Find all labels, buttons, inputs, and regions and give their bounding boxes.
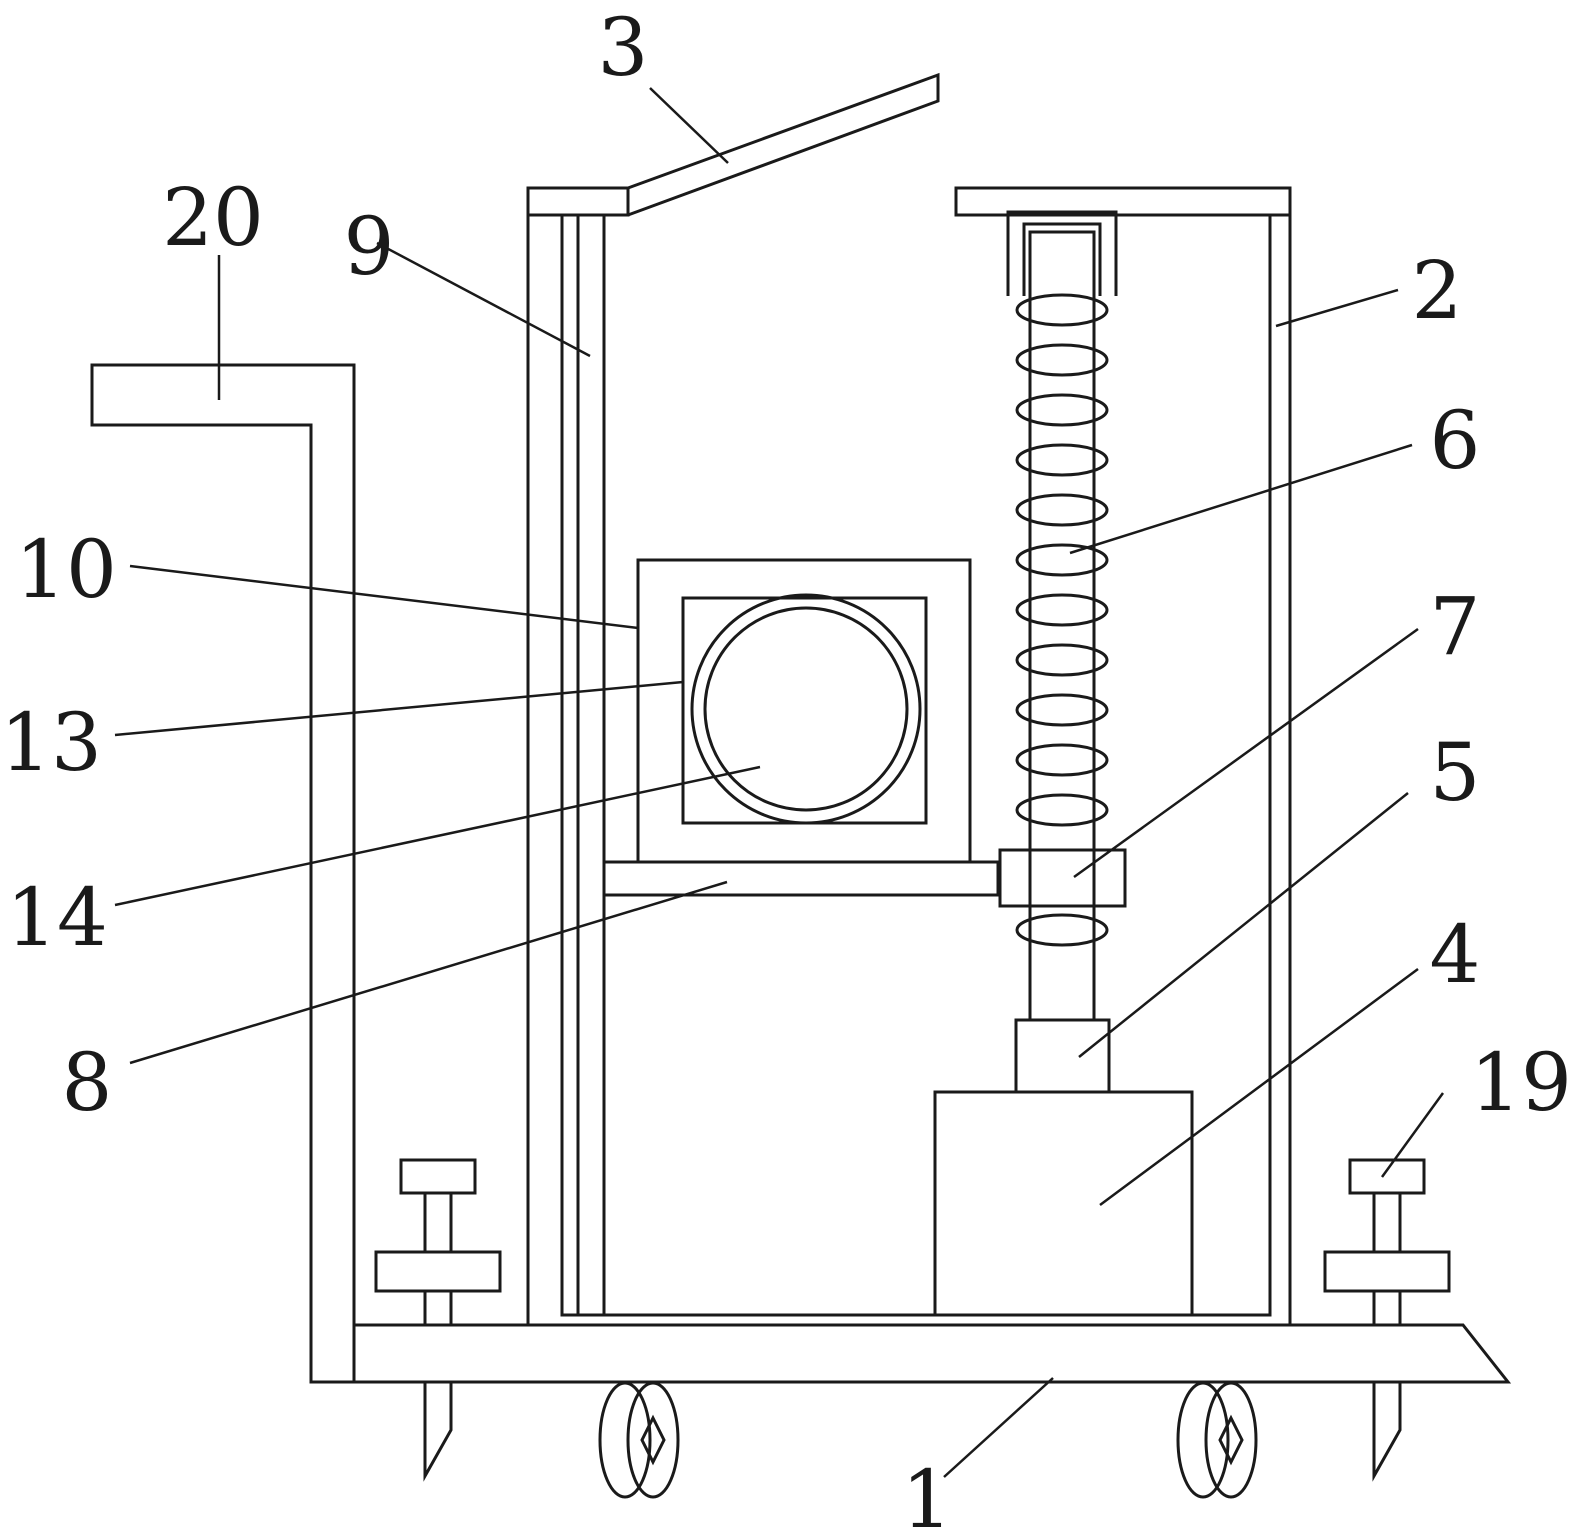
coupling — [1014, 1018, 1111, 1094]
leader-lines — [114, 87, 1445, 1478]
handle — [90, 363, 356, 1384]
label-1: 1 — [902, 1453, 953, 1532]
slider-nut — [998, 848, 1127, 908]
screw-assembly — [1006, 210, 1118, 1020]
wheel-right — [1176, 1381, 1258, 1499]
ground-spike-left — [374, 1158, 502, 1482]
cover-plate — [627, 72, 940, 217]
spring-coils — [1015, 293, 1109, 947]
label-14: 14 — [6, 871, 108, 964]
label-3: 3 — [598, 1, 649, 94]
label-10: 10 — [15, 523, 117, 616]
label-20: 20 — [162, 171, 264, 264]
label-13: 13 — [0, 696, 102, 789]
label-5: 5 — [1430, 726, 1481, 819]
ground-spike-right — [1323, 1158, 1451, 1482]
base-plate — [352, 1323, 1512, 1384]
label-2: 2 — [1412, 244, 1463, 337]
motor-box — [933, 1090, 1194, 1317]
wheel-left — [598, 1381, 680, 1499]
connecting-rod — [602, 860, 1000, 897]
label-19: 19 — [1470, 1036, 1572, 1129]
outer-frame — [526, 186, 1292, 1325]
label-4: 4 — [1430, 908, 1481, 1001]
label-9: 9 — [344, 200, 395, 293]
guide-rail — [576, 215, 606, 1315]
label-8: 8 — [62, 1036, 113, 1129]
label-6: 6 — [1430, 394, 1481, 487]
label-7: 7 — [1430, 580, 1481, 673]
camera-housing — [636, 558, 972, 864]
